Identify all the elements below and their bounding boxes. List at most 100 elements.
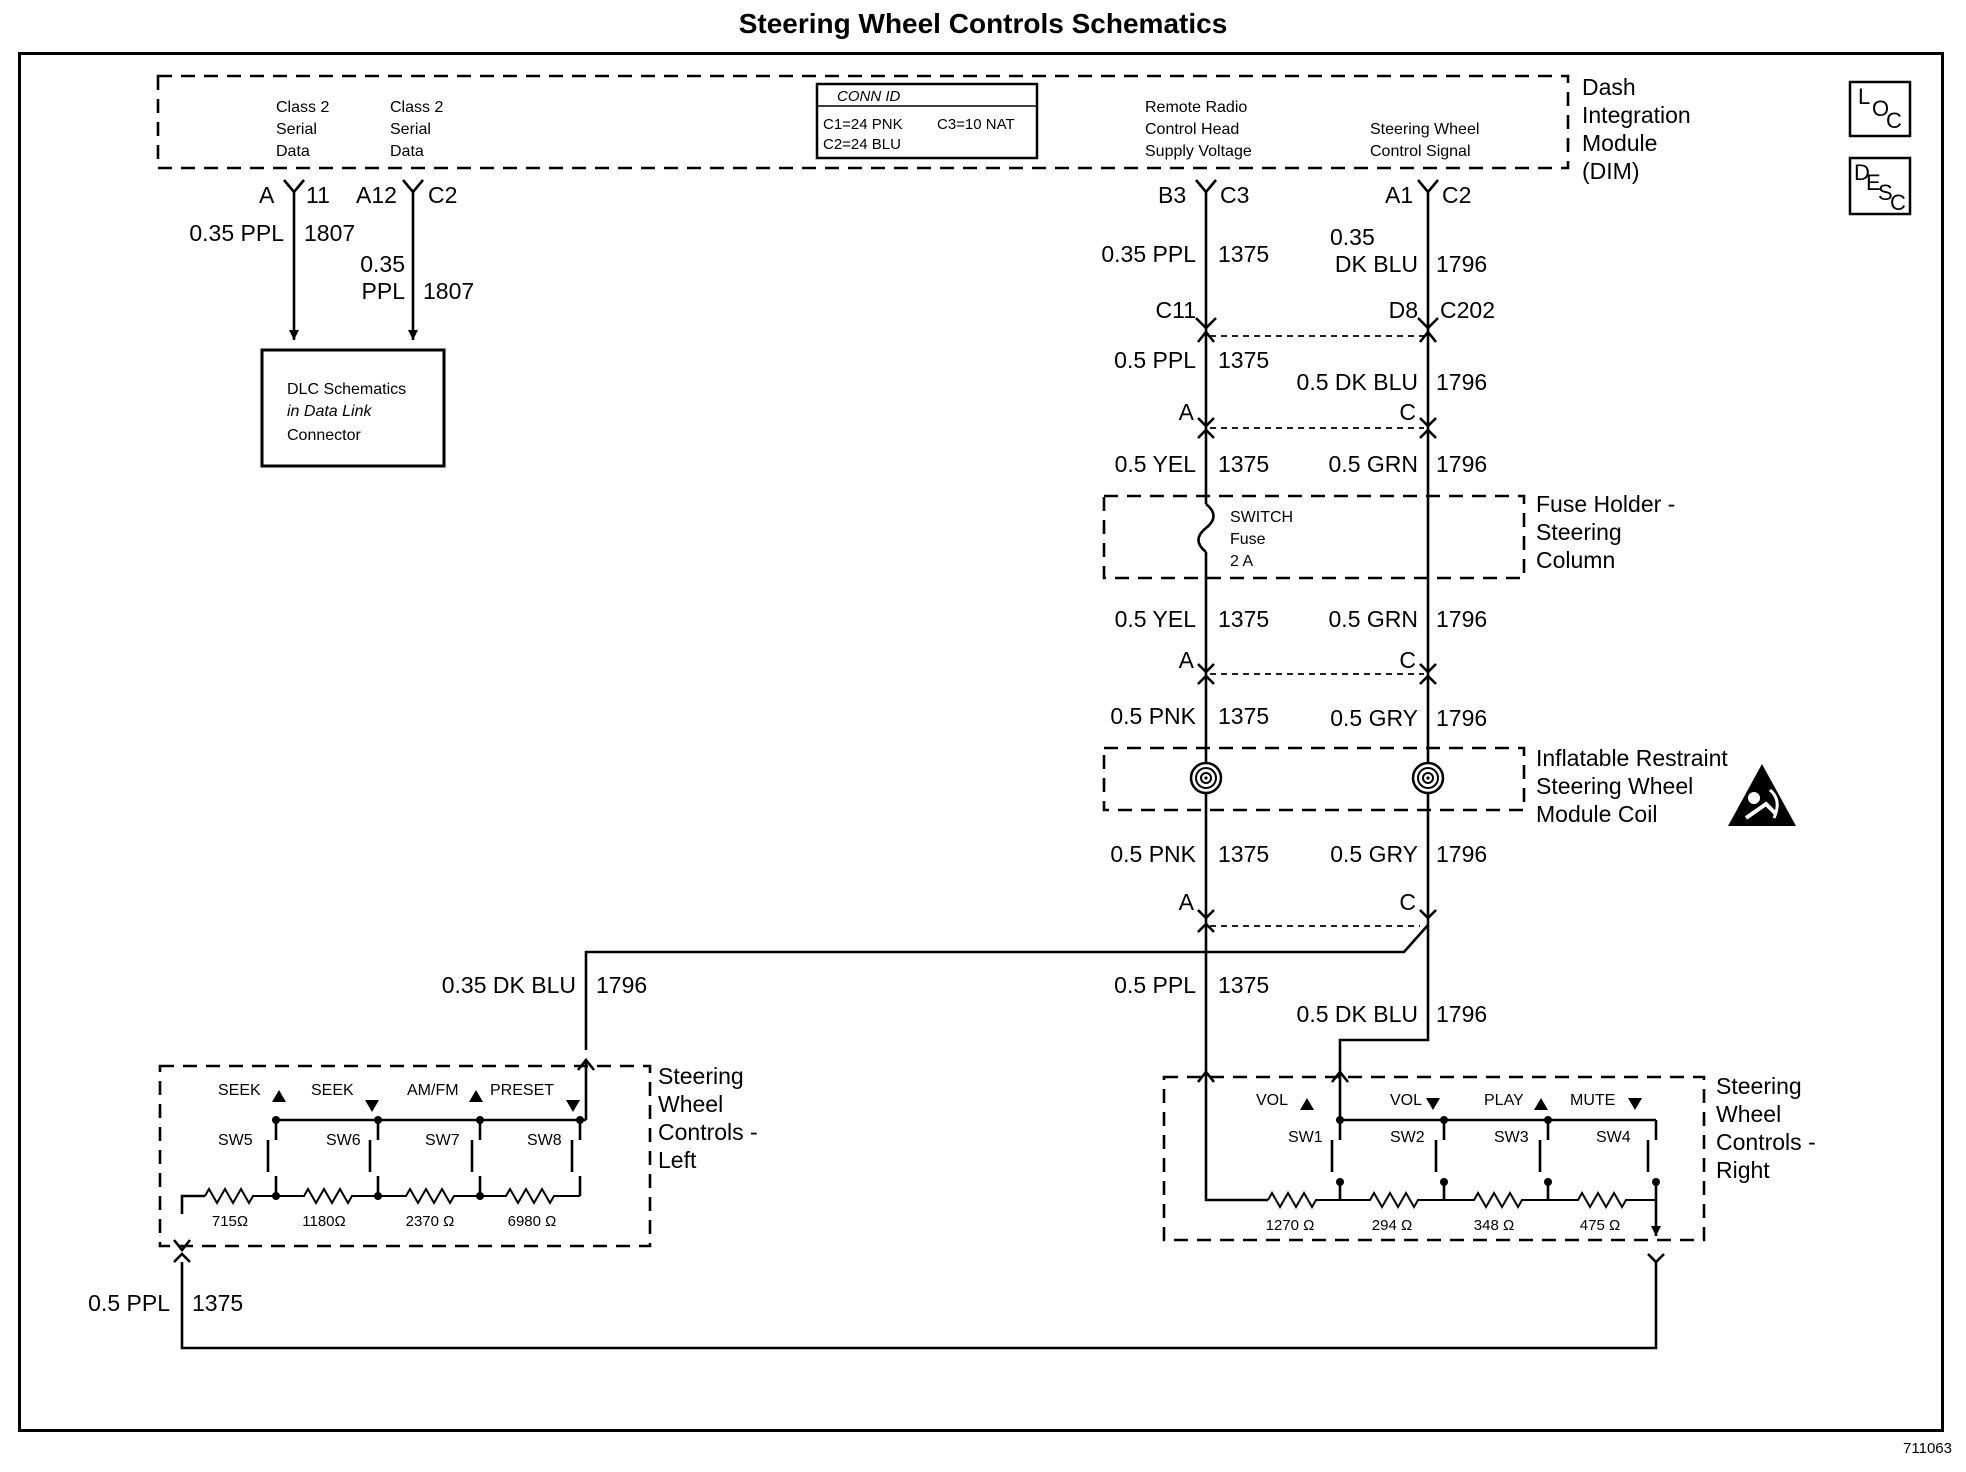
diagram-frame xyxy=(18,52,1944,1432)
swc-left-res-2: 1180Ω xyxy=(302,1213,345,1230)
swc-left-sw-2: SW6 xyxy=(326,1132,361,1149)
seg1-r-gauge-1: 0.35 xyxy=(1330,224,1375,250)
coil-left-icon xyxy=(1189,761,1223,795)
dlc-w1-circuit: 1807 xyxy=(304,220,355,246)
wire-1796-to-right xyxy=(1338,925,1430,1074)
c202-name: C202 xyxy=(1440,297,1495,323)
page-title: Steering Wheel Controls Schematics xyxy=(738,8,1228,39)
pin-a1: A1 xyxy=(1385,182,1413,208)
desc-icon[interactable]: D E S C xyxy=(1848,156,1912,216)
seg4-l-pin: A xyxy=(1179,647,1195,673)
seg6-r-pin: C xyxy=(1399,889,1416,915)
fuse-line-1: SWITCH xyxy=(1230,509,1293,526)
sw1-switch[interactable] xyxy=(1330,1120,1342,1200)
seg7-left-gauge: 0.35 DK BLU xyxy=(442,972,576,998)
class2-right-2: Serial xyxy=(390,121,431,138)
sw3-switch[interactable] xyxy=(1538,1120,1550,1200)
module-coil: Inflatable Restraint Steering Wheel Modu… xyxy=(1102,745,1796,827)
conn-id-c1: C1=24 PNK xyxy=(823,116,903,133)
class2-left-1: Class 2 xyxy=(276,99,329,116)
desc-c: C xyxy=(1890,190,1906,215)
fuse-line-2: Fuse xyxy=(1230,531,1266,548)
sw4-switch[interactable] xyxy=(1646,1120,1658,1200)
conn-id-c2: C2=24 BLU xyxy=(823,136,901,153)
pin-c2b: C2 xyxy=(1442,182,1471,208)
swc-left-label-1: Steering xyxy=(658,1063,744,1089)
swc-right-res-2: 294 Ω xyxy=(1372,1217,1412,1234)
fuse-holder-label-3: Column xyxy=(1536,547,1615,573)
fuse-line-3: 2 A xyxy=(1230,553,1253,570)
pin-c3: C3 xyxy=(1220,182,1249,208)
swc-left-btn-1: SEEK xyxy=(218,1082,261,1099)
main-wires: B3 C3 A1 C2 0.35 PPL 1375 0.35 DK BLU 17… xyxy=(442,179,1796,1074)
resistor-1270 xyxy=(1267,1190,1340,1210)
conn-id-box: CONN ID C1=24 PNK C3=10 NAT C2=24 BLU xyxy=(815,82,1039,160)
seg7-r-gauge: 0.5 DK BLU xyxy=(1297,1001,1418,1027)
amfm-up-icon xyxy=(469,1090,483,1102)
conn-id-title: CONN ID xyxy=(837,88,901,105)
sw5-switch[interactable] xyxy=(266,1120,278,1196)
swc-right-btn-1: VOL xyxy=(1256,1092,1288,1109)
radio-supply-1: Remote Radio xyxy=(1145,99,1247,116)
fuse-symbol xyxy=(1197,502,1215,554)
swc-left-res-1: 715Ω xyxy=(212,1213,248,1230)
seg6-l-circuit: 1375 xyxy=(1218,841,1269,867)
swc-right-label-3: Controls - xyxy=(1716,1129,1816,1155)
conn-id-c3: C3=10 NAT xyxy=(937,116,1015,133)
resistor-2370 xyxy=(378,1186,480,1206)
play-up-icon xyxy=(1534,1098,1548,1110)
seg7-r-circuit: 1796 xyxy=(1436,1001,1487,1027)
wire-1796-to-left xyxy=(584,924,1429,1050)
sw2-switch[interactable] xyxy=(1434,1120,1446,1200)
seg2-l-pin: A xyxy=(1179,399,1195,425)
seg3-r-gauge: 0.5 GRN xyxy=(1329,451,1418,477)
dlc-w1-gauge: 0.35 PPL xyxy=(189,220,284,246)
resistor-475 xyxy=(1548,1190,1656,1210)
swc-right: Steering Wheel Controls - Right VOL VOL … xyxy=(1162,1062,1816,1264)
swc-right-btn-2: VOL xyxy=(1390,1092,1422,1109)
dlc-box-line-1: DLC Schematics xyxy=(287,381,406,398)
loc-icon[interactable]: L O C xyxy=(1848,80,1912,138)
dim-module: Dash Integration Module (DIM) Class 2 Se… xyxy=(156,74,1691,184)
seg4-r-circuit: 1796 xyxy=(1436,606,1487,632)
sw6-switch[interactable] xyxy=(368,1120,380,1196)
dlc-box[interactable]: DLC Schematics in Data Link Connector xyxy=(260,348,446,468)
seg1-r-circuit: 1796 xyxy=(1436,251,1487,277)
swc-left-res-3: 2370 Ω xyxy=(406,1213,455,1230)
seek-up-icon xyxy=(272,1090,286,1102)
seek-down-icon xyxy=(365,1100,379,1112)
dim-outline xyxy=(156,74,1570,170)
swc-right-res-1: 1270 Ω xyxy=(1266,1217,1315,1234)
class2-right-1: Class 2 xyxy=(390,99,443,116)
swc-right-btn-3: PLAY xyxy=(1484,1092,1524,1109)
pin-c2: C2 xyxy=(428,182,457,208)
vol-down-icon xyxy=(1426,1098,1440,1110)
figure-number: 711063 xyxy=(1903,1440,1952,1457)
fuse-holder-label-1: Fuse Holder - xyxy=(1536,491,1675,517)
seg6-r-gauge: 0.5 GRY xyxy=(1330,841,1418,867)
seg5-l-circuit: 1375 xyxy=(1218,703,1269,729)
seg2-l-circuit: 1375 xyxy=(1218,347,1269,373)
dlc-box-line-2: in Data Link xyxy=(287,403,372,420)
swc-right-label-2: Wheel xyxy=(1716,1101,1781,1127)
swc-left-label-4: Left xyxy=(658,1147,697,1173)
seg7-l-gauge: 0.5 PPL xyxy=(1114,972,1196,998)
sw7-switch[interactable] xyxy=(470,1120,482,1196)
seg4-r-gauge: 0.5 GRN xyxy=(1329,606,1418,632)
resistor-348 xyxy=(1444,1190,1548,1210)
return-circuit: 1375 xyxy=(192,1290,243,1316)
swc-left-label-3: Controls - xyxy=(658,1119,758,1145)
seg5-r-circuit: 1796 xyxy=(1436,705,1487,731)
dim-name-1: Dash xyxy=(1582,74,1636,100)
pin-a: A xyxy=(259,182,275,208)
swc-left-btn-3: AM/FM xyxy=(407,1082,459,1099)
seg3-l-gauge: 0.5 YEL xyxy=(1115,451,1197,477)
pin-b3: B3 xyxy=(1158,182,1186,208)
swc-signal-1: Steering Wheel xyxy=(1370,121,1479,138)
sw8-switch[interactable] xyxy=(570,1120,582,1196)
loc-c: C xyxy=(1886,108,1902,133)
seg6-l-gauge: 0.5 PNK xyxy=(1110,841,1196,867)
dlc-wires: A 11 A12 C2 0.35 PPL 1807 0.35 PPL 1807 … xyxy=(189,179,474,468)
swc-left-btn-2: SEEK xyxy=(311,1082,354,1099)
swc-left-label-2: Wheel xyxy=(658,1091,723,1117)
